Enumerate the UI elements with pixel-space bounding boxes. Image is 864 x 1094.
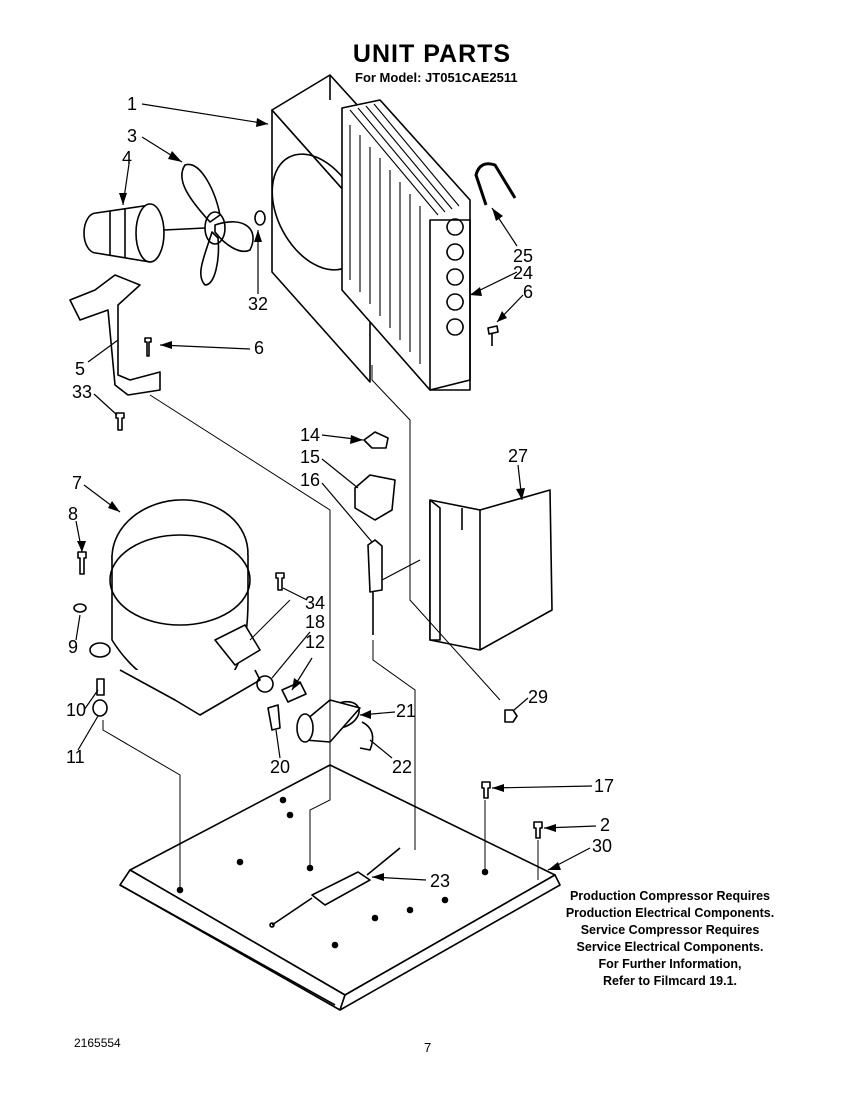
compressor	[109, 499, 261, 716]
thermistor	[367, 539, 383, 635]
callout-6b: 6	[523, 282, 533, 302]
callout-5: 5	[75, 359, 85, 379]
callout-18: 18	[305, 612, 325, 632]
callout-16: 16	[300, 470, 320, 490]
callout-20: 20	[270, 757, 290, 777]
clip	[267, 704, 281, 731]
model-subtitle: For Model: JT051CAE2511	[355, 70, 518, 85]
leader-arrowheads	[77, 118, 561, 881]
callout-32: 32	[248, 294, 268, 314]
callout-30: 30	[592, 836, 612, 856]
note-line: For Further Information,	[598, 957, 742, 971]
terminal-cover	[256, 675, 274, 693]
motor-bracket	[69, 274, 161, 396]
grommet	[92, 699, 108, 717]
bracket-screw	[144, 337, 152, 357]
note-line: Refer to Filmcard 19.1.	[602, 974, 738, 988]
note-line: Production Electrical Components.	[565, 906, 775, 920]
screw-2	[533, 821, 543, 839]
grommet-sleeve	[89, 642, 111, 658]
callout-10: 10	[66, 700, 86, 720]
spacer	[96, 678, 105, 696]
coil-screw	[487, 325, 499, 346]
capacitor-clamp	[359, 721, 374, 751]
assembly-lines	[102, 365, 539, 890]
callout-9: 9	[68, 637, 78, 657]
callout-6a: 6	[254, 338, 264, 358]
fan-motor	[83, 203, 206, 263]
screw-34	[275, 572, 285, 591]
callout-14: 14	[300, 425, 320, 445]
callout-11: 11	[66, 747, 85, 767]
callout-25: 25	[513, 246, 533, 266]
callout-labels: 1 3 4 32 5 6 33 25 24 6 14 15 16 27 7 8 …	[66, 94, 614, 891]
washer	[73, 603, 87, 613]
callout-1: 1	[127, 94, 137, 114]
condenser-coil	[341, 99, 471, 391]
callout-4: 4	[122, 148, 132, 168]
return-bend	[474, 162, 517, 206]
callout-2: 2	[600, 815, 610, 835]
grommet-screw	[77, 551, 87, 575]
relay-cover	[363, 431, 389, 449]
callout-27: 27	[508, 446, 528, 466]
note-line: Service Compressor Requires	[580, 923, 760, 937]
control-bracket	[429, 489, 553, 651]
callout-8: 8	[68, 504, 78, 524]
callout-29: 29	[528, 687, 548, 707]
callout-33: 33	[72, 382, 92, 402]
callout-24: 24	[513, 263, 533, 283]
callout-15: 15	[300, 447, 320, 467]
note-line: Service Electrical Components.	[576, 940, 764, 954]
callout-22: 22	[392, 757, 412, 777]
page-number: 7	[424, 1040, 432, 1055]
relay	[354, 474, 396, 521]
callout-7: 7	[72, 473, 82, 493]
callout-21: 21	[396, 701, 416, 721]
callout-12: 12	[305, 632, 325, 652]
callout-23: 23	[430, 871, 450, 891]
bracket-screw-29	[504, 709, 518, 723]
mount-screw	[115, 412, 125, 431]
document-number: 2165554	[74, 1036, 121, 1050]
page-title: UNIT PARTS	[352, 40, 512, 68]
screw-17	[481, 781, 491, 799]
filter-drier	[269, 847, 401, 928]
callout-3: 3	[127, 126, 137, 146]
note-line: Production Compressor Requires	[569, 889, 771, 903]
callout-17: 17	[594, 776, 614, 796]
callout-34: 34	[305, 593, 325, 613]
fan-blade	[181, 163, 254, 286]
service-note: Production Compressor Requires Productio…	[540, 888, 800, 990]
fan-nut	[254, 210, 266, 226]
